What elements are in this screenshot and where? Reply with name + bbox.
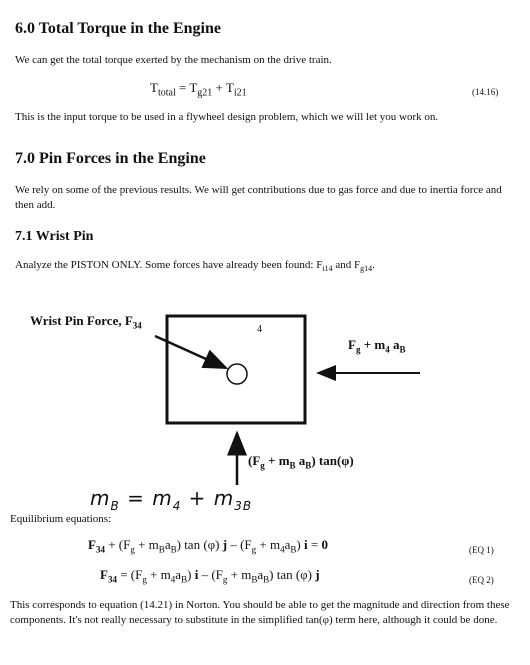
eq-t1-sub: g21 <box>197 87 213 99</box>
rf-asub: B <box>399 344 406 355</box>
section-6-heading: 6.0 Total Torque in the Engine <box>15 20 221 37</box>
section-6-paragraph-1: We can get the total torque exerted by t… <box>15 54 332 66</box>
eq2-sub: B <box>251 574 258 585</box>
eq2-sub: 4 <box>170 574 176 585</box>
eq-t1: T <box>189 80 198 95</box>
eq2-unit-j: j <box>315 567 320 582</box>
wrist-pin-force-label: Wrist Pin Force, F34 <box>30 313 142 331</box>
section-7-heading: 7.0 Pin Forces in the Engine <box>15 150 206 167</box>
eq2-sub: g <box>142 574 147 585</box>
wrist-pin-circle <box>226 363 248 385</box>
eq2-sub: B <box>181 574 188 585</box>
eq2-part: ) <box>187 567 195 582</box>
eq1-part: F <box>88 537 96 552</box>
eq1-sub: B <box>290 544 297 555</box>
eq2-part: – (F <box>198 567 223 582</box>
eq1-part: – (F <box>227 537 252 552</box>
para-sub-2: g14 <box>360 264 373 274</box>
equation-number-eq1: (EQ 1) <box>469 545 494 555</box>
bottom-force-label: (Fg + mB aB) tan(φ) <box>248 453 354 471</box>
hw-plus-sub: 3B <box>234 499 253 513</box>
eq-lhs-sub: total <box>157 87 176 99</box>
rf-F: F <box>348 337 356 352</box>
eq1-sub: g <box>251 544 257 555</box>
bf-end: ) tan(φ) <box>311 453 354 468</box>
hw-plus: + m <box>181 486 235 510</box>
eq1-part: a <box>164 537 171 552</box>
bf-a: a <box>295 453 306 468</box>
eq1-part: + m <box>256 537 281 552</box>
hw-rest-sub: 4 <box>172 499 182 513</box>
eq-t2-sub: i21 <box>233 87 247 99</box>
eq2-part: ) tan (φ) <box>269 567 316 582</box>
para-end: . <box>372 259 375 271</box>
eq-plus: + <box>212 80 226 95</box>
eq1-part: + m <box>134 537 159 552</box>
section-7-1-heading: 7.1 Wrist Pin <box>15 229 94 244</box>
eq2-part: = (F <box>116 567 143 582</box>
eq1-part: ) <box>296 537 304 552</box>
eq1-sub: B <box>158 544 165 555</box>
eq1-zero: 0 <box>321 537 328 552</box>
closing-paragraph: This corresponds to equation (14.21) in … <box>10 599 510 626</box>
body-number-label: 4 <box>257 324 262 335</box>
eq1-part: = <box>307 537 322 552</box>
equation-number-14-16: (14.16) <box>472 87 499 97</box>
para-sub-1: i14 <box>322 264 333 274</box>
bf-Fsub: g <box>260 460 265 471</box>
hw-rest: = m <box>119 486 173 510</box>
eq-lhs: T <box>150 80 158 95</box>
bf-mid: + m <box>264 453 290 468</box>
rf-Fsub: g <box>355 344 361 355</box>
eq2-part: + m <box>227 567 252 582</box>
eq1-sub: 34 <box>95 544 105 555</box>
eq2-part: F <box>100 567 108 582</box>
eq2-part: a <box>175 567 182 582</box>
eq1-sub: g <box>130 544 135 555</box>
wrist-pin-force-arrow <box>154 334 229 370</box>
handwritten-mass-note: mB = m4 + m3B <box>90 486 252 513</box>
eq2-sub: B <box>263 574 270 585</box>
eq1-part: a <box>284 537 291 552</box>
bf-open: (F <box>248 453 261 468</box>
hw-m: m <box>90 486 111 510</box>
equation-number-eq2: (EQ 2) <box>469 575 494 585</box>
rf-a: a <box>389 337 400 352</box>
equation-eq1: F34 + (Fg + mBaB) tan (φ) j – (Fg + m4aB… <box>88 537 328 555</box>
equation-14-16: Ttotal = Tg21 + Ti21 <box>150 80 247 99</box>
right-force-label: Fg + m4 aB <box>348 337 405 355</box>
bf-msub: B <box>289 460 296 471</box>
eq1-sub: B <box>170 544 177 555</box>
section-6-paragraph-2: This is the input torque to be used in a… <box>15 111 439 123</box>
eq-equals: = <box>175 80 190 95</box>
eq1-unit-j: j <box>222 537 228 552</box>
eq1-unit-i: i <box>303 537 308 552</box>
eq2-part: a <box>257 567 264 582</box>
eq2-sub: 34 <box>107 574 117 585</box>
section-7-1-paragraph: Analyze the PISTON ONLY. Some forces hav… <box>15 258 375 276</box>
wrist-label-text: Wrist Pin Force, F <box>30 313 133 328</box>
para-mid: and F <box>332 259 361 271</box>
hw-sub: B <box>110 499 120 513</box>
piston-body <box>165 314 307 425</box>
eq2-sub: g <box>222 574 228 585</box>
para-text: Analyze the PISTON ONLY. Some forces hav… <box>15 259 323 271</box>
rf-mid: + m <box>360 337 386 352</box>
wrist-label-sub: 34 <box>132 320 142 331</box>
equation-eq2: F34 = (Fg + m4aB) i – (Fg + mBaB) tan (φ… <box>100 567 320 585</box>
eq-t2: T <box>225 80 234 95</box>
eq1-part: ) tan (φ) <box>176 537 223 552</box>
section-7-paragraph-1: We rely on some of the previous results.… <box>15 184 502 211</box>
eq2-unit-i: i <box>194 567 199 582</box>
eq1-part: + (F <box>104 537 131 552</box>
eq2-part: + m <box>146 567 171 582</box>
rf-msub: 4 <box>385 344 390 355</box>
equilibrium-label: Equilibrium equations: <box>10 513 112 525</box>
eq1-sub: 4 <box>280 544 285 555</box>
bf-asub: B <box>305 460 312 471</box>
